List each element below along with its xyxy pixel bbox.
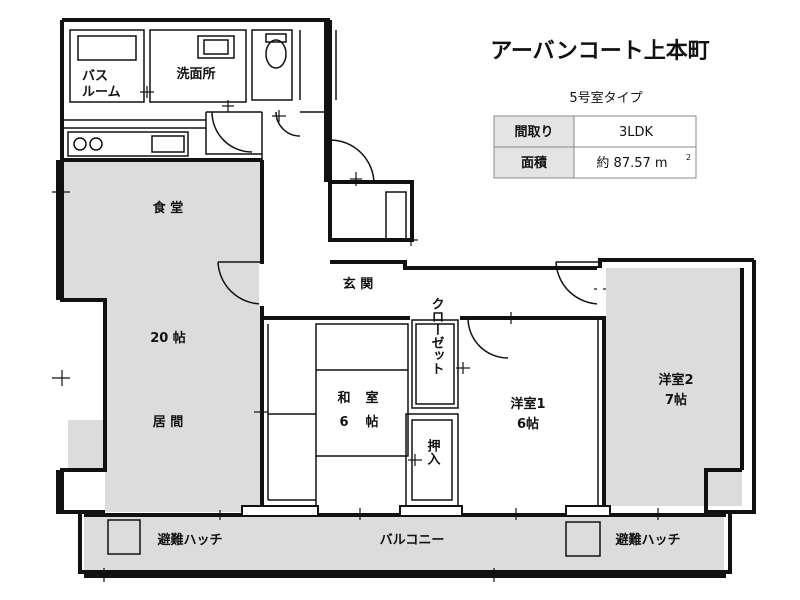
spec-value-area: 約 87.57 m	[596, 156, 667, 171]
walls	[56, 18, 756, 578]
label-dining: 食 堂	[153, 200, 184, 216]
label-ldk-size: 20 帖	[150, 330, 186, 346]
spec-label-layout: 間取り	[514, 125, 553, 140]
label-bath-2: ルーム	[82, 85, 121, 100]
label-hatch-right: 避難ハッチ	[615, 532, 680, 548]
label-closet: クローゼット	[429, 297, 445, 375]
room-fills	[62, 160, 742, 572]
balcony-wall-segments	[241, 505, 611, 517]
spec-value-layout: 3LDK	[619, 125, 654, 140]
label-youshitsu2-size: 7帖	[665, 392, 687, 408]
room-labels: バス ルーム 洗面所 食 堂 20 帖 居 間 玄 関 クローゼット 和 室 6…	[82, 66, 694, 548]
label-youshitsu1-size: 6帖	[517, 416, 539, 432]
label-washitsu-size-2: 帖	[365, 414, 378, 430]
tick-marks	[52, 86, 664, 582]
unit-type: 5号室タイプ	[569, 90, 642, 106]
spec-table: 間取り 3LDK 面積 約 87.57 m 2	[493, 115, 697, 179]
door-openings	[259, 264, 603, 312]
label-balcony: バルコニー	[380, 533, 445, 548]
label-youshitsu1-name: 洋室1	[510, 396, 545, 412]
label-washroom: 洗面所	[176, 66, 215, 82]
spec-label-area: 面積	[521, 155, 548, 171]
label-entrance: 玄 関	[343, 276, 374, 292]
label-youshitsu2-name: 洋室2	[658, 372, 693, 388]
building-name: アーバンコート上本町	[490, 39, 710, 64]
label-washitsu-1: 和	[337, 390, 350, 406]
label-bath-1: バス	[82, 69, 108, 84]
label-living: 居 間	[153, 415, 184, 430]
label-oshiire: 押入	[425, 438, 441, 465]
spec-area-superscript: 2	[686, 153, 691, 162]
label-washitsu-2: 室	[365, 390, 378, 406]
label-hatch-left: 避難ハッチ	[157, 532, 222, 548]
label-washitsu-size-1: 6	[339, 415, 348, 430]
